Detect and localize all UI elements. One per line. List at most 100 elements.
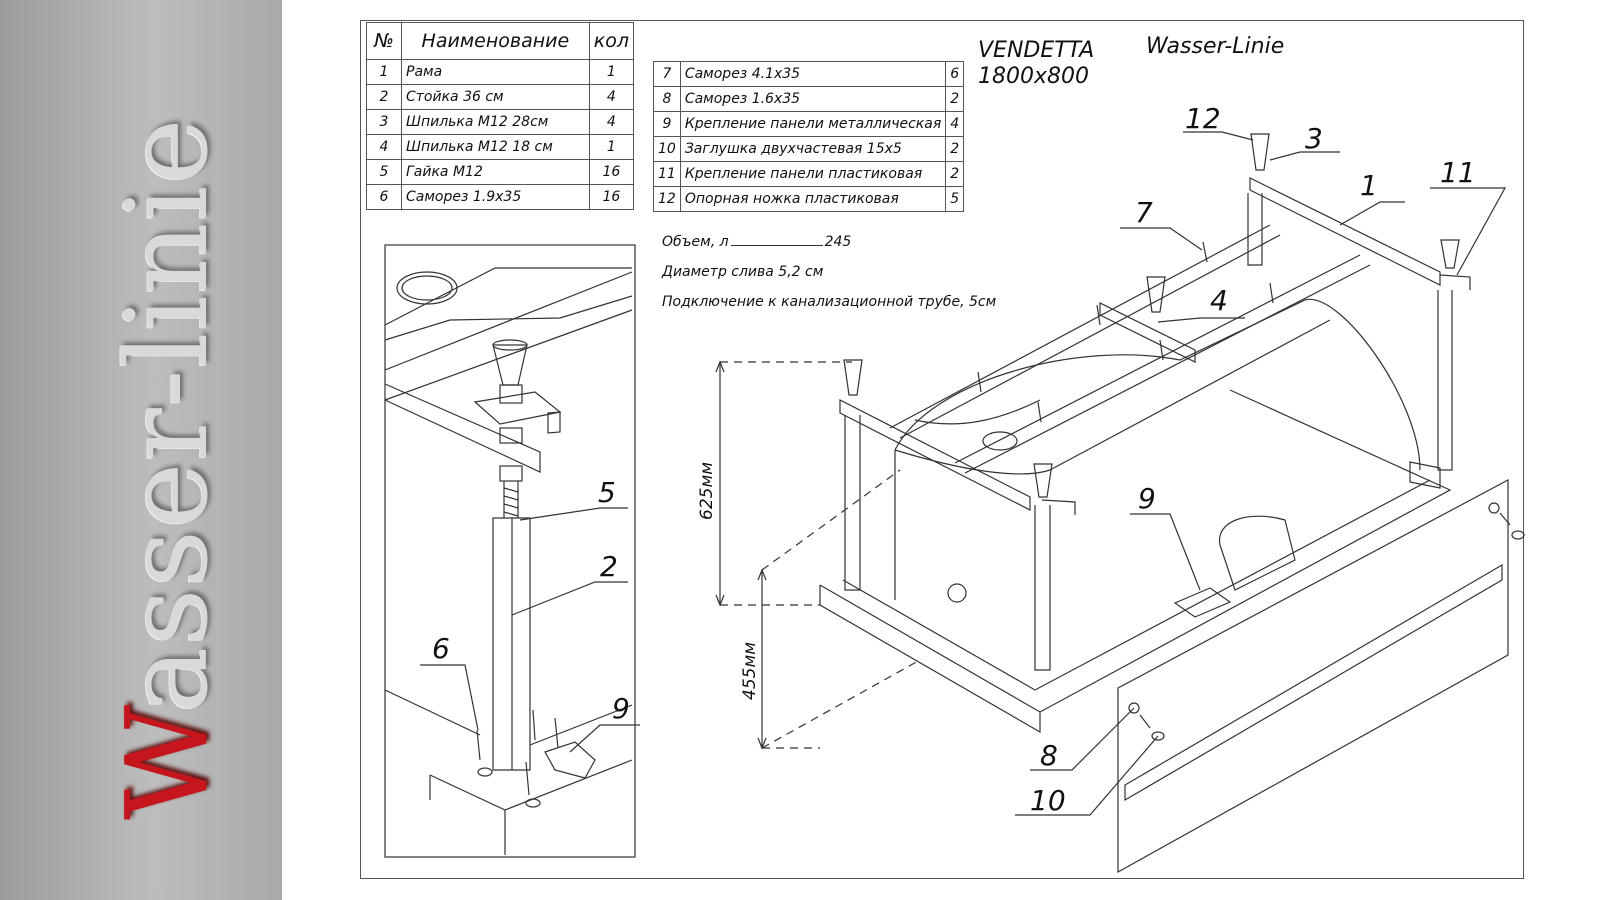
- panel-cap: [1511, 530, 1525, 540]
- row-num: 7: [653, 61, 681, 87]
- row-qty: 16: [588, 159, 635, 185]
- brand-sidebar: Wasser-linie: [0, 0, 282, 900]
- row-num: 4: [366, 134, 402, 160]
- tub-headrest-bump: [1219, 515, 1296, 591]
- spec-drain: Диаметр слива 5,2 см: [662, 264, 824, 280]
- foot-icon: [843, 359, 863, 396]
- panel-screw-hole: [1128, 702, 1140, 714]
- detail-screw-hole: [477, 767, 493, 777]
- spec-connection: Подключение к канализационной трубе, 5см: [662, 294, 997, 310]
- row-qty: 4: [588, 109, 635, 135]
- row-qty: 5: [945, 186, 965, 212]
- detail-drain-hole-inner: [401, 275, 453, 301]
- callout-6: 6: [432, 632, 450, 665]
- panel-screws: [1139, 512, 1511, 729]
- callout-1: 1: [1360, 169, 1378, 202]
- callout-9-detail: 9: [612, 692, 630, 725]
- row-num: 2: [366, 84, 402, 110]
- detail-crossbar: [384, 383, 541, 473]
- leader-9-detail: [569, 724, 640, 753]
- detail-screw-hole: [525, 798, 541, 808]
- detail-frame-bar-bottom: [384, 309, 633, 401]
- row-name: Рама: [401, 59, 590, 85]
- detail-bracket-tab: [547, 411, 561, 434]
- foot-icon: [1440, 239, 1460, 269]
- row-name: Саморез 1.6x35: [679, 86, 947, 112]
- brand-title: Wasser-Linie: [1146, 34, 1285, 59]
- bath-base-top: [819, 389, 1452, 713]
- drawing-sheet-frame: [360, 20, 1524, 879]
- detail-threaded-rod: [503, 481, 519, 518]
- tub-drain: [982, 431, 1018, 451]
- leader-10: [1015, 735, 1159, 816]
- frame-long-rails: [889, 224, 1371, 474]
- detail-bracket: [473, 391, 562, 425]
- callout-3: 3: [1305, 122, 1323, 155]
- leader-6: [420, 664, 479, 731]
- callout-12: 12: [1185, 102, 1221, 135]
- leader-7: [1120, 227, 1203, 251]
- row-name: Крепление панели металлическая: [679, 111, 947, 137]
- detail-tub-rim: [384, 267, 632, 326]
- row-name: Стойка 36 см: [401, 84, 590, 110]
- frame-rear-crossbar: [1249, 177, 1441, 286]
- leader-12: [1183, 131, 1254, 141]
- detail-frame: [384, 244, 636, 858]
- leader-1: [1339, 201, 1405, 226]
- row-name: Опорная ножка пластиковая: [679, 186, 947, 212]
- foot-icon: [1033, 463, 1053, 498]
- model-name: VENDETTA: [978, 38, 1095, 63]
- row-qty: 1: [588, 59, 635, 85]
- detail-foot-top: [492, 339, 528, 351]
- callout-5: 5: [598, 476, 616, 509]
- bath-base-front: [819, 585, 1041, 734]
- row-num: 5: [366, 159, 402, 185]
- row-name: Гайка М12: [401, 159, 590, 185]
- detail-drain-hole: [396, 271, 458, 305]
- frame-middle-crossbar: [1099, 302, 1196, 363]
- callout-10: 10: [1030, 784, 1066, 817]
- callout-11: 11: [1440, 156, 1476, 189]
- dimension-arrows: [715, 360, 767, 750]
- foot-icon: [1146, 276, 1166, 313]
- leader-9: [1130, 513, 1201, 591]
- row-qty: 16: [588, 184, 635, 210]
- detail-tub-edge: [384, 295, 633, 341]
- leader-11: [1430, 187, 1507, 276]
- tub-overflow-hole: [947, 583, 967, 603]
- callout-4: 4: [1210, 284, 1228, 317]
- panel-bracket-plastic: [1041, 274, 1471, 515]
- dimension-extension-lines: [720, 361, 921, 749]
- callout-2: 2: [600, 550, 618, 583]
- row-name: Шпилька М12 18 см: [401, 134, 590, 160]
- callout-7: 7: [1135, 196, 1153, 229]
- spec-volume-label: Объем, л: [662, 234, 729, 250]
- detail-screws: [476, 709, 559, 796]
- leg-rear-right: [1437, 290, 1453, 471]
- model-title: VENDETTA 1800x800: [978, 38, 1094, 90]
- callout-9: 9: [1138, 482, 1156, 515]
- row-qty: 2: [945, 161, 965, 187]
- dimension-label-625: 625мм: [697, 462, 717, 520]
- frame-screws: [977, 241, 1274, 423]
- row-name: Саморез 1.9x35: [401, 184, 590, 210]
- row-num: 10: [653, 136, 681, 162]
- panel-bracket-metal: [1173, 587, 1232, 618]
- row-name: Шпилька М12 28см: [401, 109, 590, 135]
- row-name: Заглушка двухчастевая 15x5: [679, 136, 947, 162]
- leader-8: [1030, 707, 1135, 771]
- leg-front-right: [1034, 505, 1051, 671]
- panel-cap: [1151, 731, 1165, 741]
- front-panel: [1117, 479, 1509, 874]
